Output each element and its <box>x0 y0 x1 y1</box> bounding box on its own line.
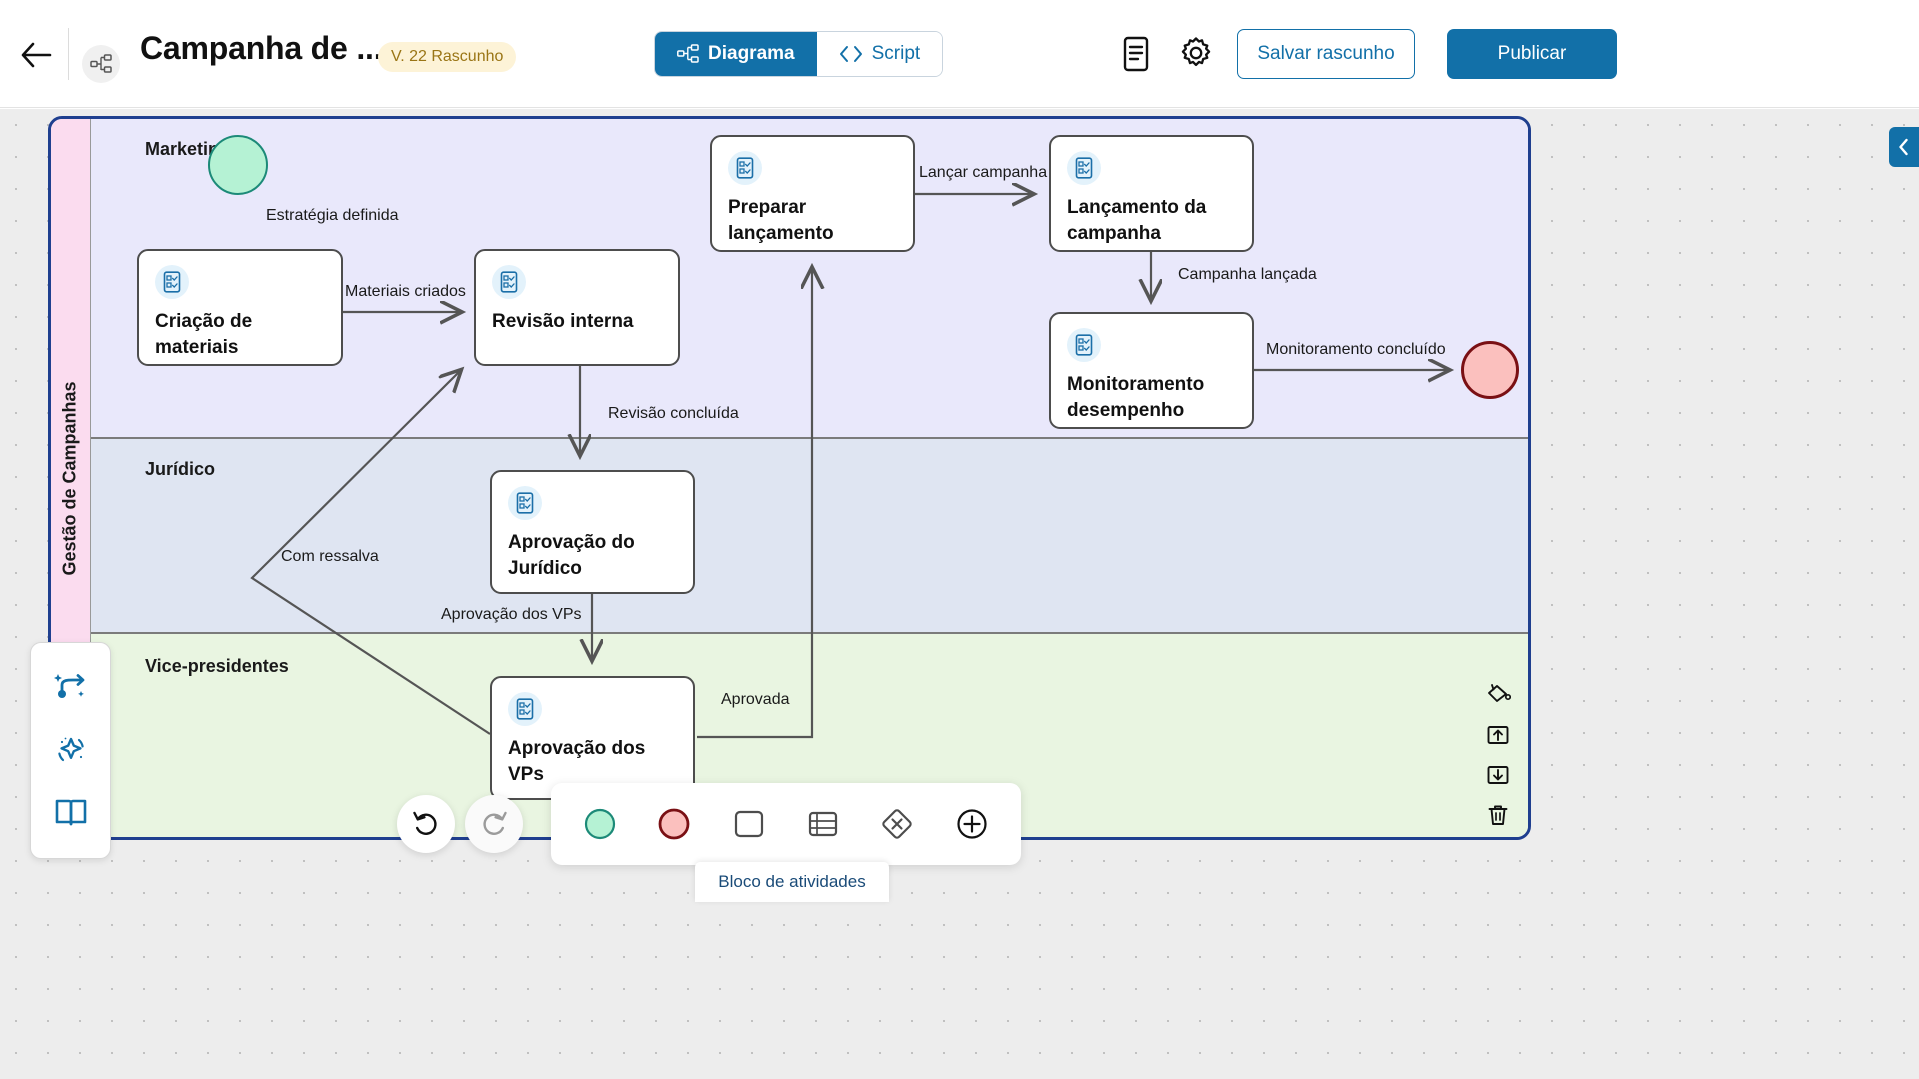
lane-vp-title: Vice-presidentes <box>145 656 289 676</box>
page-title: Campanha de ... <box>140 30 383 66</box>
document-panel-button[interactable] <box>1120 36 1152 72</box>
task-shape-icon <box>734 810 763 838</box>
back-button[interactable] <box>12 32 60 78</box>
task-label: Criação de materiais <box>155 311 253 358</box>
tab-diagrama[interactable]: Diagrama <box>655 32 817 76</box>
send-to-back-button[interactable] <box>1482 759 1514 791</box>
gateway-shape-icon <box>882 809 913 839</box>
document-list-icon <box>1123 36 1149 72</box>
pool-label-text: Gestão de Campanhas <box>60 380 80 576</box>
gear-icon <box>1181 37 1211 67</box>
header-divider <box>68 28 69 80</box>
ai-tools-panel <box>30 642 111 859</box>
app-header: Campanha de ... V. 22 Rascunho Diagrama … <box>0 0 1919 108</box>
redo-icon <box>483 811 507 835</box>
bring-to-front-button[interactable] <box>1482 719 1514 751</box>
undo-icon <box>413 811 437 835</box>
add-shape-icon <box>957 809 987 839</box>
element-tools <box>1475 679 1521 831</box>
diagram-canvas[interactable]: Gestão de Campanhas Marketing Jurídico V… <box>0 109 1919 1079</box>
code-brackets-icon <box>839 46 862 62</box>
diagram-node-icon <box>90 54 112 73</box>
lane-juridico-title: Jurídico <box>145 459 216 479</box>
palette-start-event-button[interactable] <box>572 796 629 852</box>
end-event[interactable] <box>1461 341 1519 399</box>
task-label: Aprovação dos VPs <box>508 738 646 785</box>
task-label: Revisão interna <box>492 311 634 332</box>
edge-label-monitoramento-concluido: Monitoramento concluído <box>1266 341 1446 358</box>
task-lancamento-da-campanha[interactable]: Lançamento da campanha <box>1049 135 1254 252</box>
book-icon <box>55 799 86 826</box>
edge-label-revisao-concluida: Revisão concluída <box>608 405 739 422</box>
version-badge: V. 22 Rascunho <box>378 42 517 72</box>
document-type-avatar <box>82 45 120 83</box>
palette-gateway-button[interactable] <box>869 796 926 852</box>
task-checklist-icon <box>155 265 189 299</box>
delete-button[interactable] <box>1482 799 1514 831</box>
edge-label-campanha-lancada: Campanha lançada <box>1178 266 1317 283</box>
tab-script[interactable]: Script <box>816 32 943 76</box>
edge-label-aprovada: Aprovada <box>721 691 790 708</box>
task-checklist-icon <box>1067 151 1101 185</box>
paint-bucket-icon <box>1488 684 1511 702</box>
shape-palette <box>551 783 1021 865</box>
edge-label-estrategia-definida: Estratégia definida <box>266 207 399 224</box>
chevron-left-icon <box>1899 138 1908 156</box>
bring-to-front-icon <box>1487 726 1509 744</box>
task-checklist-icon <box>492 265 526 299</box>
task-criacao-de-materiais[interactable]: Criação de materiais <box>137 249 343 366</box>
send-to-back-icon <box>1487 766 1509 784</box>
start-event[interactable] <box>208 135 268 195</box>
edge-label-materiais-criados: Materiais criados <box>345 283 466 300</box>
edge-label-com-ressalva: Com ressalva <box>281 548 379 565</box>
trash-icon <box>1488 805 1508 825</box>
tab-script-label: Script <box>871 43 921 64</box>
publish-button[interactable]: Publicar <box>1447 29 1617 79</box>
settings-button[interactable] <box>1178 34 1214 72</box>
end-event-shape-icon <box>659 808 690 840</box>
palette-task-button[interactable] <box>720 796 777 852</box>
tab-diagrama-label: Diagrama <box>708 43 795 64</box>
sparkle-ai-button[interactable] <box>49 728 93 772</box>
activity-block-shape-icon <box>809 811 838 837</box>
start-event-shape-icon <box>585 808 616 840</box>
task-label: Aprovação do Jurídico <box>508 532 635 579</box>
magic-flow-button[interactable] <box>49 666 93 710</box>
task-aprovacao-do-juridico[interactable]: Aprovação do Jurídico <box>490 470 695 594</box>
undo-button[interactable] <box>397 795 455 853</box>
edge-label-lancar-campanha: Lançar campanha <box>919 164 1048 181</box>
task-aprovacao-dos-vps[interactable]: Aprovação dos VPs <box>490 676 695 800</box>
task-label: Monitoramento desempenho <box>1067 374 1205 421</box>
collapse-sidebar-button[interactable] <box>1889 127 1919 167</box>
task-label: Lançamento da campanha <box>1067 197 1207 244</box>
shape-tooltip: Bloco de atividades <box>695 862 889 902</box>
save-draft-button[interactable]: Salvar rascunho <box>1237 29 1415 79</box>
paint-bucket-button[interactable] <box>1482 679 1514 711</box>
edge-label-aprovacao-dos-vps: Aprovação dos VPs <box>441 606 582 623</box>
arrow-left-icon <box>21 42 52 68</box>
task-checklist-icon <box>508 486 542 520</box>
task-checklist-icon <box>508 692 542 726</box>
palette-add-button[interactable] <box>943 796 1000 852</box>
lane-juridico[interactable]: Jurídico <box>91 437 1528 632</box>
mode-switch: Diagrama Script <box>654 31 944 77</box>
task-checklist-icon <box>1067 328 1101 362</box>
diagram-icon <box>677 44 699 63</box>
magic-flow-icon <box>53 674 84 699</box>
palette-end-event-button[interactable] <box>646 796 703 852</box>
task-preparar-lancamento[interactable]: Preparar lançamento <box>710 135 915 252</box>
task-monitoramento-desempenho[interactable]: Monitoramento desempenho <box>1049 312 1254 429</box>
task-revisao-interna[interactable]: Revisão interna <box>474 249 680 366</box>
documentation-button[interactable] <box>49 791 93 835</box>
palette-activity-block-button[interactable] <box>795 796 852 852</box>
task-checklist-icon <box>728 151 762 185</box>
task-label: Preparar lançamento <box>728 197 834 244</box>
redo-button[interactable] <box>465 795 523 853</box>
sparkle-icon <box>57 738 84 762</box>
